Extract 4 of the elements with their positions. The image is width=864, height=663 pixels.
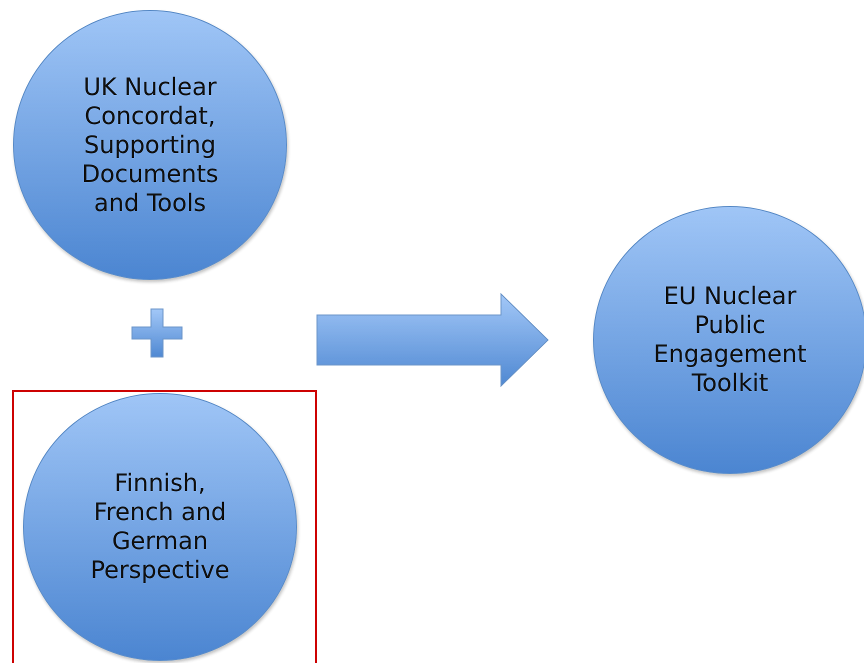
node-label: EU Nuclear Public Engagement Toolkit: [652, 282, 808, 398]
node-label: Finnish, French and German Perspective: [90, 469, 230, 585]
node-label: UK Nuclear Concordat, Supporting Documents and Tools: [80, 72, 220, 218]
block-arrow: [316, 292, 549, 388]
